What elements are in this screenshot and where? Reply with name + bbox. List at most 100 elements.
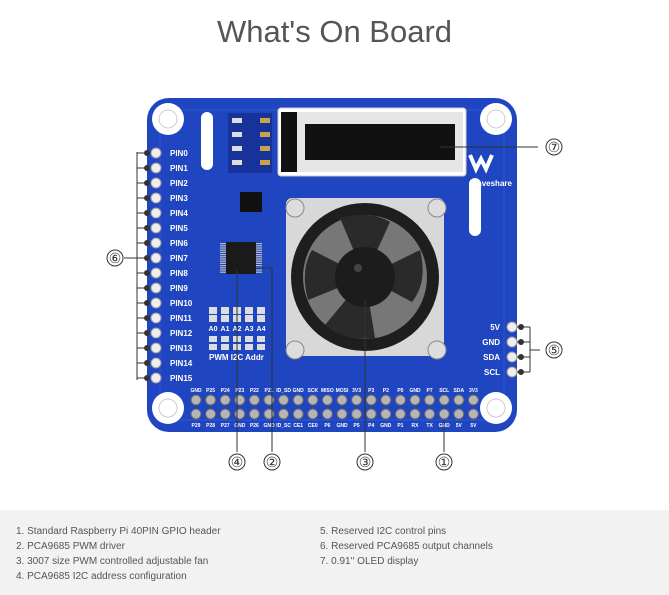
pin-label: PIN4 <box>170 209 188 218</box>
i2c-pin-label: SDA <box>483 353 500 362</box>
pin-label: PIN2 <box>170 179 188 188</box>
pin-pad <box>506 351 518 363</box>
pin-dot <box>144 285 150 291</box>
smd-components <box>228 113 272 212</box>
gpio-pin <box>380 408 392 420</box>
chip-leg <box>220 245 226 247</box>
pin-pad <box>150 162 162 174</box>
gpio-label-bottom: 5V <box>456 423 463 429</box>
logo: Waveshare <box>468 154 513 188</box>
jumper-pad <box>221 336 229 342</box>
pin-dot <box>144 240 150 246</box>
pin-label: PIN7 <box>170 254 188 263</box>
jumper-pad <box>209 307 217 314</box>
gpio-pin <box>234 408 246 420</box>
callout-badge <box>545 138 563 156</box>
chip-leg <box>220 267 226 269</box>
callout-number: ⑥ <box>109 250 122 266</box>
gpio-label-top: 3V3 <box>469 388 478 394</box>
chip-leg <box>220 271 226 273</box>
gpio-label-top: 3V3 <box>352 388 361 394</box>
chip-leg <box>256 247 262 249</box>
legend-item: 3. 3007 size PWM controlled adjustable f… <box>16 556 209 567</box>
gpio-label-top: SCL <box>439 388 449 394</box>
gpio-label-bottom: P5 <box>354 423 360 429</box>
pin-dot <box>144 180 150 186</box>
gpio-pin <box>307 408 319 420</box>
addr-label: A3 <box>245 326 254 333</box>
gpio-label-top: P21 <box>265 388 274 394</box>
gpio-label-bottom: P27 <box>221 423 230 429</box>
gpio-pin <box>321 394 333 406</box>
gpio-pin <box>336 408 348 420</box>
pin-pad <box>150 207 162 219</box>
pin-pad <box>506 366 518 378</box>
chip-leg <box>220 254 226 256</box>
chip-leg <box>220 247 226 249</box>
pin-label: PIN13 <box>170 344 193 353</box>
mounting-holes <box>152 103 512 424</box>
pin-dot <box>518 369 524 375</box>
callout-lines <box>124 146 540 452</box>
pin-dot <box>144 150 150 156</box>
pin-pad <box>150 267 162 279</box>
jumper-pad <box>257 307 265 314</box>
chip-leg <box>220 243 226 245</box>
pin-dot <box>144 315 150 321</box>
chip-leg <box>256 243 262 245</box>
gpio-pin <box>219 408 231 420</box>
pin-dot <box>144 300 150 306</box>
gpio-pin <box>292 394 304 406</box>
gpio-label-top: SDA <box>454 388 465 394</box>
chip-leg <box>220 260 226 262</box>
pin-label: PIN8 <box>170 269 188 278</box>
gpio-label-bottom: CE1 <box>293 423 303 429</box>
callout-badge <box>263 453 281 471</box>
gpio-pin <box>278 408 290 420</box>
gpio-label-bottom: RX <box>412 423 420 429</box>
addr-label: A4 <box>257 326 266 333</box>
callout-badge <box>106 249 124 267</box>
legend-item: 7. 0.91'' OLED display <box>320 556 419 567</box>
gpio-pin <box>278 394 290 406</box>
pin-dot <box>144 330 150 336</box>
gpio-pin <box>219 394 231 406</box>
pin-label: PIN12 <box>170 329 193 338</box>
gpio-pin <box>248 394 260 406</box>
chip-leg <box>220 262 226 264</box>
addr-label: A0 <box>209 326 218 333</box>
gpio-label-top: P25 <box>206 388 215 394</box>
pin-dot <box>144 345 150 351</box>
page-title: What's On Board <box>216 14 453 49</box>
legend-item: 1. Standard Raspberry Pi 40PIN GPIO head… <box>16 526 221 537</box>
gpio-label-bottom: P26 <box>250 423 259 429</box>
gpio-pin <box>205 394 217 406</box>
chip-leg <box>256 249 262 251</box>
pwm-output-pins: PIN0PIN1PIN2PIN3PIN4PIN5PIN6PIN7PIN8PIN9… <box>137 147 193 384</box>
gpio-label-top: P23 <box>235 388 244 394</box>
fan <box>286 198 444 356</box>
chip-leg <box>256 254 262 256</box>
pin-dot <box>144 210 150 216</box>
pin-pad <box>506 321 518 333</box>
chip-leg <box>256 251 262 253</box>
feature-legend: 1. Standard Raspberry Pi 40PIN GPIO head… <box>0 510 669 595</box>
callout-badge <box>228 453 246 471</box>
gpio-pin <box>467 408 479 420</box>
gpio-pin <box>190 408 202 420</box>
chip-leg <box>256 262 262 264</box>
gpio-pin <box>351 394 363 406</box>
pin-pad <box>150 282 162 294</box>
chip-leg <box>256 256 262 258</box>
gpio-label-top: GND <box>190 388 202 394</box>
gpio-pin <box>365 394 377 406</box>
jumper-pad <box>257 336 265 342</box>
oled-display <box>277 107 467 177</box>
gpio-pin <box>424 408 436 420</box>
jumper-pad <box>245 315 253 322</box>
callout-number: ⑦ <box>548 139 561 155</box>
chip-leg <box>220 251 226 253</box>
jumper-pad <box>245 344 253 350</box>
gpio-label-top: ID_SD <box>276 388 291 394</box>
